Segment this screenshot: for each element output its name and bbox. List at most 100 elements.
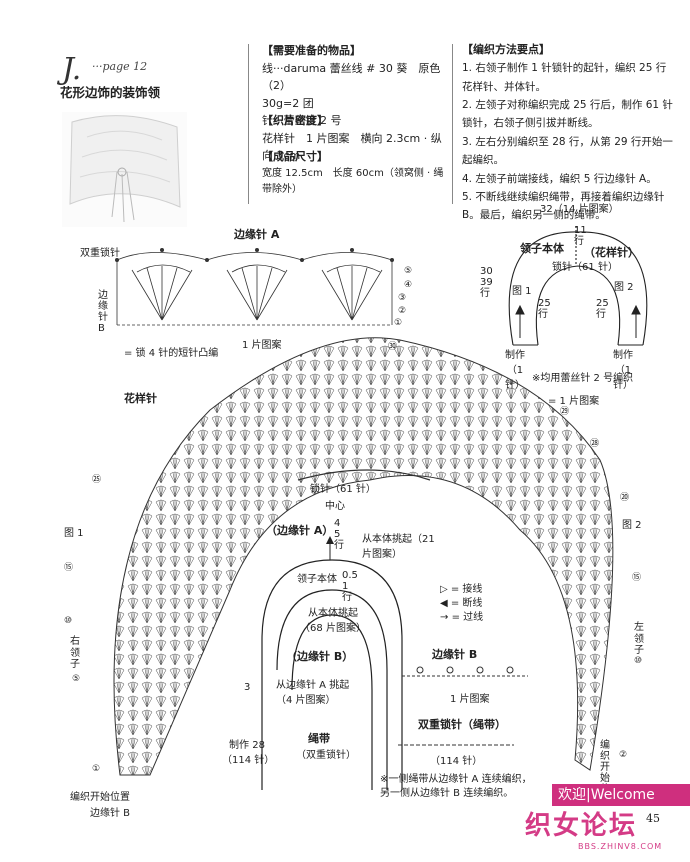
picot-note: = 锁 4 针的短针凸编: [124, 348, 219, 359]
inner-edging-a: （边缘针 A）: [266, 524, 334, 537]
method-line: B。最后，编织另一侧的绳带。: [462, 209, 606, 222]
double-chain-title: 双重锁针（绳带）: [418, 718, 506, 731]
schematic-rows-11: 11 行: [574, 225, 587, 247]
cord-note-1: ※一侧绳带从边缘针 A 连续编织，: [380, 774, 532, 785]
construction-diagram: [261, 536, 403, 790]
inner-edging-b: （边缘针 B）: [286, 650, 354, 663]
row-marker: ②: [619, 750, 628, 760]
row-marker: ①: [92, 764, 101, 774]
inner-pickup-68: 从本体挑起（68 片图案）: [300, 608, 366, 634]
materials-line: 针···蕾丝针 2 号: [262, 114, 342, 128]
start-position-edging-b: 边缘针 B: [90, 808, 131, 819]
edging-b-title: 边缘针 B: [432, 648, 478, 661]
schematic-chain: 锁针（61 针）: [552, 262, 618, 273]
edging-b-repeat: 1 片图案: [450, 694, 490, 705]
inner-rows-4: 4 5 行: [334, 518, 344, 551]
forum-logo: 织女论坛: [525, 811, 638, 841]
schematic-pattern-stitch: （花样针）: [584, 246, 639, 259]
double-chain-chart: [398, 744, 514, 746]
inner-pickup-a: 从边缘针 A 挑起（4 片图案）: [276, 680, 350, 706]
inner-cord-sub: （双重锁针）: [296, 750, 356, 761]
legend-cut: ◀ = 断线: [440, 594, 482, 609]
row-marker: ②: [398, 306, 407, 316]
inner-pickup-21: 从本体挑起（21 片图案）: [362, 534, 435, 560]
join-icon: ▷: [440, 584, 451, 595]
schematic-diagram: [508, 226, 648, 346]
method-line: 锁针，右领子侧引拔并断线。: [462, 117, 599, 130]
double-chain-label: 双重锁针: [80, 248, 120, 259]
legend-cut-text: = 断线: [450, 598, 483, 609]
gauge-section: 【织片密度】 花样针 1 片图案 横向 2.3cm · 纵向 3cm: [262, 112, 452, 165]
inner-cord: 绳带: [308, 732, 330, 745]
fig1-label: 图 1: [64, 528, 84, 539]
legend-slip-text: = 过线: [451, 612, 484, 623]
schematic-collar-body: 领子本体: [520, 242, 564, 255]
schematic-rows-25-left: 25 行: [538, 298, 551, 320]
legend-join-text: = 接线: [450, 584, 483, 595]
row-marker: ⑮: [64, 563, 74, 573]
inner-rows-05: 0.5 1 行: [342, 570, 358, 603]
left-collar-label: 左领子: [634, 622, 644, 656]
size-line: 宽度 12.5cm 长度 60cm（领窝侧 · 绳带除外）: [262, 167, 444, 195]
page-reference: ···page 12: [92, 60, 148, 73]
row-marker: ㉘: [590, 439, 600, 449]
method-section: 【编织方法要点】 1. 右领子制作 1 针锁针的起针，编织 25 行 花样针、并…: [462, 40, 677, 225]
row-marker: ③: [398, 293, 407, 303]
page-number: 45: [646, 812, 660, 825]
method-line: 花样针、并体针。: [462, 80, 546, 93]
forum-welcome-banner: 欢迎|Welcome: [552, 784, 690, 806]
method-heading: 【编织方法要点】: [462, 43, 550, 56]
schematic-height: 30 39 行: [480, 266, 493, 299]
method-line: 1. 右领子制作 1 针锁针的起针，编织 25 行: [462, 62, 667, 75]
one-repeat-eq: = 1 片图案: [548, 396, 600, 407]
row-marker: ⑳: [620, 493, 630, 503]
materials-line: 线···daruma 蕾丝线 # 30 葵 原色（2）: [262, 61, 441, 93]
pattern-title: 花形边饰的装饰领: [60, 85, 161, 100]
row-marker: ④: [404, 280, 413, 290]
legend-slip: → = 过线: [440, 608, 483, 623]
gauge-heading: 【织片密度】: [262, 114, 328, 127]
schematic-width: 32（14 片图案）: [540, 204, 619, 215]
schematic-make-right: 制作（1 针）: [613, 350, 633, 391]
edging-b-chart: [402, 666, 528, 677]
edging-b-vertical-label: 边缘针B: [98, 290, 108, 334]
schematic-fig2: 图 2: [614, 282, 634, 293]
method-line: 5. 不断线继续编织绳带，再接着编织边缘针: [462, 190, 665, 203]
size-heading: 【成品尺寸】: [262, 150, 328, 163]
row-marker: ⑤: [404, 266, 413, 276]
forum-url: BBS.ZHINV8.COM: [578, 842, 663, 851]
one-repeat-label: 1 片图案: [242, 340, 282, 351]
size-section: 【成品尺寸】 宽度 12.5cm 长度 60cm（领窝侧 · 绳带除外）: [262, 148, 452, 198]
row-marker: ⑮: [632, 573, 642, 583]
schematic-rows-25-right: 25 行: [596, 298, 609, 320]
materials-line: 30g=2 团: [262, 96, 314, 110]
fig2-label: 图 2: [622, 520, 642, 531]
gauge-line: 花样针 1 片图案 横向 2.3cm · 纵向 3cm: [262, 131, 442, 163]
column-divider: [248, 44, 249, 204]
row-marker: ㉕: [92, 475, 102, 485]
pattern-letter: J.: [62, 52, 82, 87]
materials-section: 【需要准备的物品】 线···daruma 蕾丝线 # 30 葵 原色（2） 30…: [262, 42, 452, 130]
edging-a-title: 边缘针 A: [234, 228, 280, 241]
center-label: 中心: [325, 501, 345, 512]
chain-61-label: 锁针（61 针）: [310, 484, 376, 495]
start-position: 编织开始位置: [70, 792, 130, 803]
cut-icon: ◀: [440, 598, 451, 609]
pattern-stitch-label: 花样针: [124, 392, 157, 405]
schematic-fig1: 图 1: [512, 286, 532, 297]
materials-heading: 【需要准备的物品】: [262, 44, 361, 57]
method-line: 起编织。: [462, 154, 504, 167]
cord-note-2: 另一侧从边缘针 B 连续编织。: [380, 788, 514, 799]
row-marker: ⑤: [72, 674, 81, 684]
collar-photo: [62, 112, 187, 227]
hook-note: ※均用蕾丝针 2 号编织: [532, 373, 634, 384]
column-divider: [452, 44, 453, 204]
inner-collar-body: 领子本体: [297, 574, 337, 585]
collar-chart: [113, 337, 614, 776]
row-marker: ㉚: [388, 342, 398, 352]
inner-make-28: 制作 28（114 针）: [222, 740, 275, 766]
edging-a-chart: [115, 248, 394, 326]
chain-114: （114 针）: [430, 756, 483, 767]
row-marker: ⑩: [634, 656, 643, 666]
row-marker: ①: [394, 318, 403, 328]
